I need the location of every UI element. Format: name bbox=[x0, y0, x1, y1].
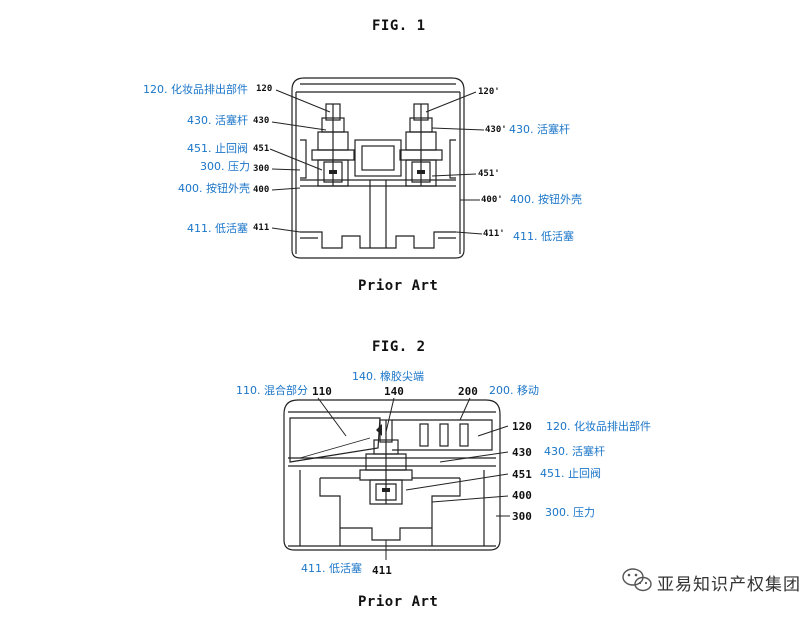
fig1-annotation-400: 400. 按钮外壳 bbox=[178, 182, 250, 195]
fig1-ref-300: 300 bbox=[253, 164, 270, 174]
fig2-ref-300: 300 bbox=[512, 510, 532, 523]
fig2-annotation-120: 120. 化妆品排出部件 bbox=[546, 420, 651, 433]
fig1-ref-430p: 430' bbox=[485, 125, 507, 135]
fig1-ref-120p: 120' bbox=[478, 87, 500, 97]
fig2-ref-411: 411 bbox=[372, 564, 392, 577]
fig1-ref-451p: 451' bbox=[478, 169, 500, 179]
fig1-annotation-451: 451. 止回阀 bbox=[187, 142, 248, 155]
fig1-ref-411: 411 bbox=[253, 223, 270, 233]
fig2-annotation-300: 300. 压力 bbox=[545, 506, 595, 519]
fig1-title: FIG. 1 bbox=[372, 18, 426, 34]
fig1-annotation-300: 300. 压力 bbox=[200, 160, 250, 173]
fig1-annotation-411: 411. 低活塞 bbox=[187, 222, 248, 235]
fig1-ref-400: 400 bbox=[253, 185, 270, 195]
fig1-annotation-430: 430. 活塞杆 bbox=[187, 114, 248, 127]
fig2-ref-430: 430 bbox=[512, 446, 532, 459]
fig1-ref-451: 451 bbox=[253, 144, 270, 154]
fig2-annotation-110: 110. 混合部分 bbox=[236, 384, 308, 397]
fig2-annotation-430: 430. 活塞杆 bbox=[544, 445, 605, 458]
fig2-title: FIG. 2 bbox=[372, 339, 426, 355]
fig2-annotation-411: 411. 低活塞 bbox=[301, 562, 362, 575]
fig1-annotation-430p: 430. 活塞杆 bbox=[509, 123, 570, 136]
watermark-text: 亚易知识产权集团 bbox=[657, 575, 801, 595]
fig2-ref-110: 110 bbox=[312, 385, 332, 398]
fig2-annotation-451: 451. 止回阀 bbox=[540, 467, 601, 480]
fig1-ref-430: 430 bbox=[253, 116, 270, 126]
fig2-ref-120: 120 bbox=[512, 420, 532, 433]
fig2-ref-200: 200 bbox=[458, 385, 478, 398]
fig2-ref-451: 451 bbox=[512, 468, 532, 481]
fig1-ref-411p: 411' bbox=[483, 229, 505, 239]
fig1-ref-120: 120 bbox=[256, 84, 273, 94]
fig2-caption: Prior Art bbox=[358, 594, 439, 610]
fig2-ref-140: 140 bbox=[384, 385, 404, 398]
fig1-annotation-400p: 400. 按钮外壳 bbox=[510, 193, 582, 206]
fig2-ref-400: 400 bbox=[512, 489, 532, 502]
fig2-annotation-200: 200. 移动 bbox=[489, 384, 539, 397]
fig1-caption: Prior Art bbox=[358, 278, 439, 294]
fig1-annotation-411p: 411. 低活塞 bbox=[513, 230, 574, 243]
fig1-ref-400p: 400' bbox=[481, 195, 503, 205]
fig2-annotation-140: 140. 橡胶尖端 bbox=[352, 370, 424, 383]
fig1-annotation-120: 120. 化妆品排出部件 bbox=[143, 83, 248, 96]
